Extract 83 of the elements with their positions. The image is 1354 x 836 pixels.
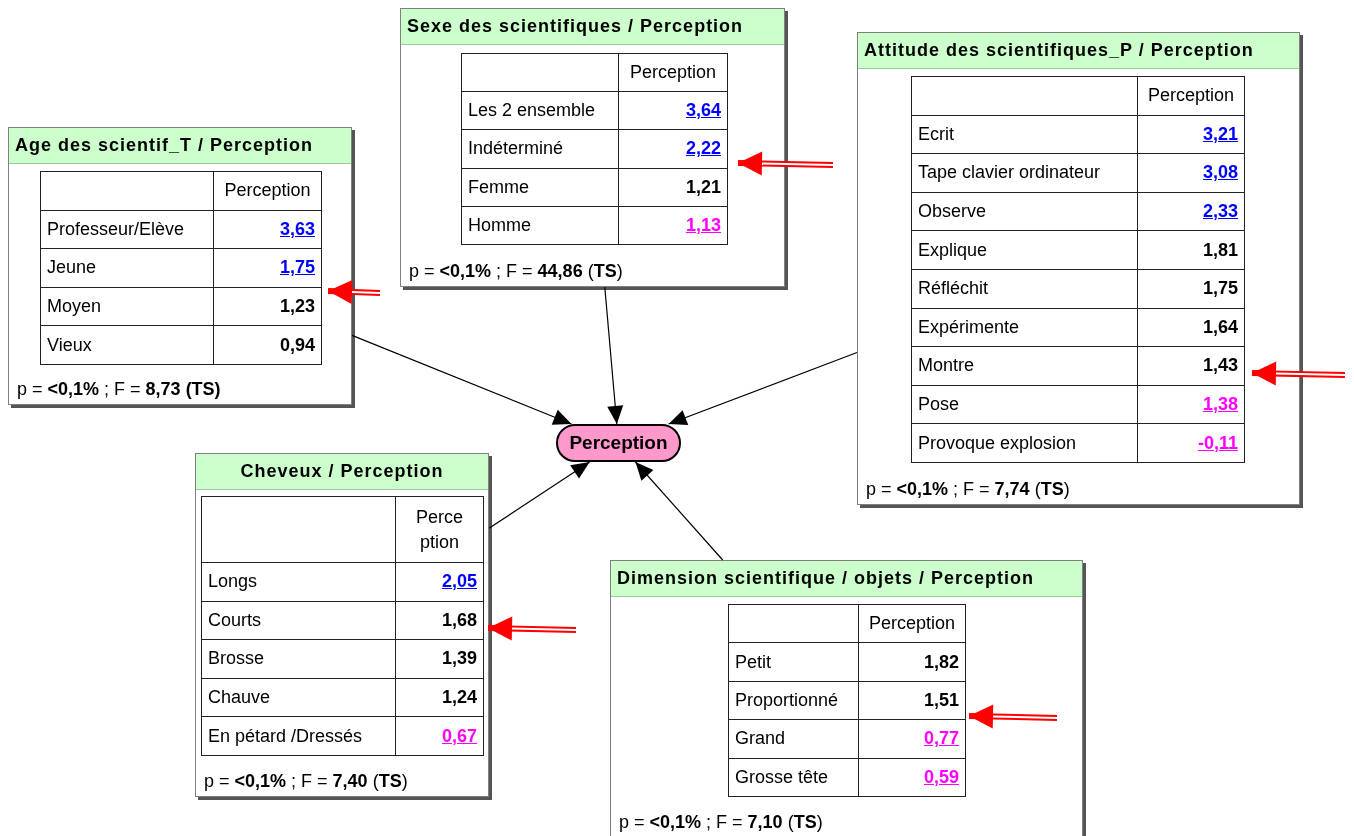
column-header: Perception bbox=[858, 604, 966, 643]
mean-value: 2,05 bbox=[395, 562, 484, 602]
mean-value: 1,24 bbox=[395, 678, 484, 717]
row-label: Courts bbox=[201, 601, 396, 640]
mean-value: 1,81 bbox=[1137, 230, 1245, 270]
mean-value: 1,51 bbox=[858, 681, 966, 720]
double-arrow bbox=[327, 279, 381, 304]
row-label: Grosse tête bbox=[728, 758, 859, 797]
row-label: Chauve bbox=[201, 678, 396, 717]
double-arrow bbox=[1251, 361, 1346, 386]
row-label: Les 2 ensemble bbox=[461, 91, 619, 130]
mean-value: 1,64 bbox=[1137, 308, 1245, 347]
result-panel bbox=[857, 32, 1300, 505]
mean-value: 1,68 bbox=[395, 601, 484, 640]
row-label: Jeune bbox=[40, 248, 214, 288]
mean-value: 1,39 bbox=[395, 639, 484, 679]
mean-value: 1,38 bbox=[1137, 385, 1245, 424]
mean-value: 1,82 bbox=[858, 642, 966, 682]
arrow bbox=[604, 286, 624, 425]
stat-note: p = <0,1% ; F = 7,40 (TS) bbox=[204, 771, 408, 792]
column-header: Perception bbox=[618, 53, 728, 92]
column-header: Perception bbox=[395, 496, 484, 563]
mean-value: 0,67 bbox=[395, 716, 484, 756]
mean-value: 0,59 bbox=[858, 758, 966, 797]
arrow bbox=[488, 461, 591, 529]
result-panel bbox=[8, 127, 352, 405]
row-label: Pose bbox=[911, 385, 1138, 424]
row-label: Vieux bbox=[40, 325, 214, 365]
double-arrow bbox=[968, 704, 1058, 729]
row-label: Réfléchit bbox=[911, 269, 1138, 309]
mean-value: 3,08 bbox=[1137, 153, 1245, 193]
row-label: Brosse bbox=[201, 639, 396, 679]
row-label: Professeur/Elève bbox=[40, 210, 214, 249]
panel-title: Dimension scientifique / objets / Perception bbox=[611, 561, 1082, 597]
mean-value: 3,64 bbox=[618, 91, 728, 130]
row-label: Observe bbox=[911, 192, 1138, 231]
mean-value: 1,75 bbox=[213, 248, 322, 288]
panel-title: Cheveux / Perception bbox=[196, 454, 488, 490]
row-label: Longs bbox=[201, 562, 396, 602]
row-label: Explique bbox=[911, 230, 1138, 270]
row-label: Expérimente bbox=[911, 308, 1138, 347]
outcome-node: Perception bbox=[556, 424, 681, 462]
row-label: Grand bbox=[728, 719, 859, 759]
row-label: Homme bbox=[461, 206, 619, 245]
row-label: Femme bbox=[461, 168, 619, 207]
arrow bbox=[668, 351, 858, 426]
row-label: Indéterminé bbox=[461, 129, 619, 169]
row-label: Provoque explosion bbox=[911, 423, 1138, 463]
panel-title: Age des scientif_T / Perception bbox=[9, 128, 351, 164]
row-label: Proportionné bbox=[728, 681, 859, 720]
column-header: Perception bbox=[213, 171, 322, 211]
stat-note: p = <0,1% ; F = 44,86 (TS) bbox=[409, 261, 623, 282]
stat-note: p = <0,1% ; F = 8,73 (TS) bbox=[17, 379, 221, 400]
mean-value: 1,21 bbox=[618, 168, 728, 207]
row-label: En pétard /Dressés bbox=[201, 716, 396, 756]
double-arrow bbox=[487, 616, 577, 641]
panel-title: Sexe des scientifiques / Perception bbox=[401, 9, 784, 45]
mean-value: 1,43 bbox=[1137, 346, 1245, 386]
mean-value: 0,77 bbox=[858, 719, 966, 759]
row-label: Petit bbox=[728, 642, 859, 682]
mean-value: 2,33 bbox=[1137, 192, 1245, 231]
row-label: Tape clavier ordinateur bbox=[911, 153, 1138, 193]
mean-value: 1,75 bbox=[1137, 269, 1245, 309]
panel-title: Attitude des scientifiques_P / Perception bbox=[858, 33, 1299, 69]
mean-value: 0,94 bbox=[213, 325, 322, 365]
mean-value: 1,23 bbox=[213, 287, 322, 326]
stat-note: p = <0,1% ; F = 7,10 (TS) bbox=[619, 812, 823, 833]
mean-value: 3,21 bbox=[1137, 115, 1245, 154]
arrow bbox=[634, 461, 724, 561]
double-arrow bbox=[737, 151, 834, 176]
result-panel bbox=[195, 453, 489, 797]
row-label: Ecrit bbox=[911, 115, 1138, 154]
mean-value: 3,63 bbox=[213, 210, 322, 249]
mean-value: 2,22 bbox=[618, 129, 728, 169]
column-header: Perception bbox=[1137, 76, 1245, 116]
mean-value: 1,13 bbox=[618, 206, 728, 245]
arrow bbox=[351, 334, 573, 425]
stat-note: p = <0,1% ; F = 7,74 (TS) bbox=[866, 479, 1070, 500]
mean-value: -0,11 bbox=[1137, 423, 1245, 463]
result-panel bbox=[610, 560, 1083, 836]
row-label: Moyen bbox=[40, 287, 214, 326]
result-panel bbox=[400, 8, 785, 287]
row-label: Montre bbox=[911, 346, 1138, 386]
